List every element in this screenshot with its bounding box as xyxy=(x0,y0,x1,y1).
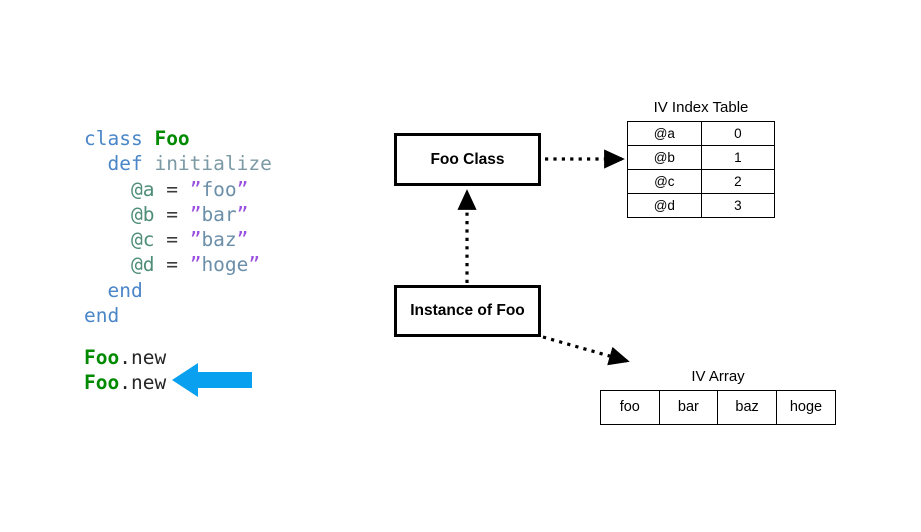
code-token xyxy=(84,178,131,201)
code-token: foo xyxy=(201,177,237,201)
iv-index-table-index-value: 1 xyxy=(700,145,776,170)
code-token xyxy=(84,152,107,175)
code-tail-token: Foo xyxy=(84,346,120,369)
code-line-3: @b = ”bar” xyxy=(84,202,272,227)
iv-index-table-ivar-name: @c xyxy=(627,169,702,194)
code-tail-line-1: Foo.new xyxy=(84,370,166,395)
code-token: ” xyxy=(189,177,202,201)
code-token: end xyxy=(84,304,120,328)
code-token: ” xyxy=(236,177,249,201)
code-token: @c xyxy=(130,228,155,252)
iv-index-table-index-value: 3 xyxy=(700,193,776,218)
code-tail-line-0: Foo.new xyxy=(84,345,166,370)
iv-index-table-caption: IV Index Table xyxy=(653,99,749,116)
code-token: ” xyxy=(248,253,261,277)
code-tail-token: .new xyxy=(119,371,167,395)
code-token: ” xyxy=(236,228,249,252)
foo-class-node: Foo Class xyxy=(394,133,541,186)
code-token: = xyxy=(154,228,190,252)
code-token xyxy=(84,203,131,226)
instance-of-foo-node-label: Instance of Foo xyxy=(410,302,525,319)
iv-index-table-ivar-name: @a xyxy=(627,121,702,146)
code-token: = xyxy=(154,177,190,201)
iv-index-table-index-value: 2 xyxy=(700,169,776,194)
code-token: end xyxy=(107,278,143,302)
code-token: @b xyxy=(130,202,155,226)
code-line-0: class Foo xyxy=(84,126,272,151)
code-token xyxy=(84,228,131,251)
code-token: ” xyxy=(189,202,202,226)
code-token xyxy=(84,279,107,302)
ruby-source-code: class Foo def initialize @a = ”foo” @b =… xyxy=(84,126,272,328)
iv-array-cell: hoge xyxy=(775,390,837,425)
code-token: baz xyxy=(201,228,237,252)
code-line-6: end xyxy=(84,278,272,303)
code-token: def xyxy=(107,152,155,176)
code-token xyxy=(84,253,131,276)
code-token: = xyxy=(154,202,190,226)
code-token: ” xyxy=(236,202,249,226)
code-line-7: end xyxy=(84,303,272,328)
iv-index-table-ivar-name: @d xyxy=(627,193,702,218)
code-tail-token: Foo xyxy=(84,371,120,395)
iv-array-cell: baz xyxy=(717,390,777,425)
blue-left-arrow-icon xyxy=(172,363,252,397)
iv-index-table-index-value: 0 xyxy=(700,121,776,146)
code-token: Foo xyxy=(154,127,190,150)
code-token: bar xyxy=(201,202,237,226)
code-line-1: def initialize xyxy=(84,151,272,176)
foo-class-node-label: Foo Class xyxy=(430,150,505,168)
connector-instance-to-iv-array xyxy=(542,335,630,366)
iv-array-cell: bar xyxy=(658,390,719,425)
code-line-4: @c = ”baz” xyxy=(84,227,272,252)
code-line-5: @d = ”hoge” xyxy=(84,252,272,277)
iv-array-cell: foo xyxy=(600,390,660,425)
instance-of-foo-node: Instance of Foo xyxy=(394,285,541,337)
iv-array-caption: IV Array xyxy=(691,368,745,385)
iv-index-table-ivar-name: @b xyxy=(627,145,702,170)
code-token: class xyxy=(84,127,155,150)
code-token: @a xyxy=(130,177,155,201)
code-token: initialize xyxy=(154,152,272,176)
code-token: ” xyxy=(189,253,202,277)
code-token: @d xyxy=(130,253,155,277)
code-token: ” xyxy=(189,228,202,252)
code-token: hoge xyxy=(201,253,249,277)
code-line-2: @a = ”foo” xyxy=(84,177,272,202)
code-tail-token: .new xyxy=(119,346,167,369)
code-token: = xyxy=(154,253,190,277)
